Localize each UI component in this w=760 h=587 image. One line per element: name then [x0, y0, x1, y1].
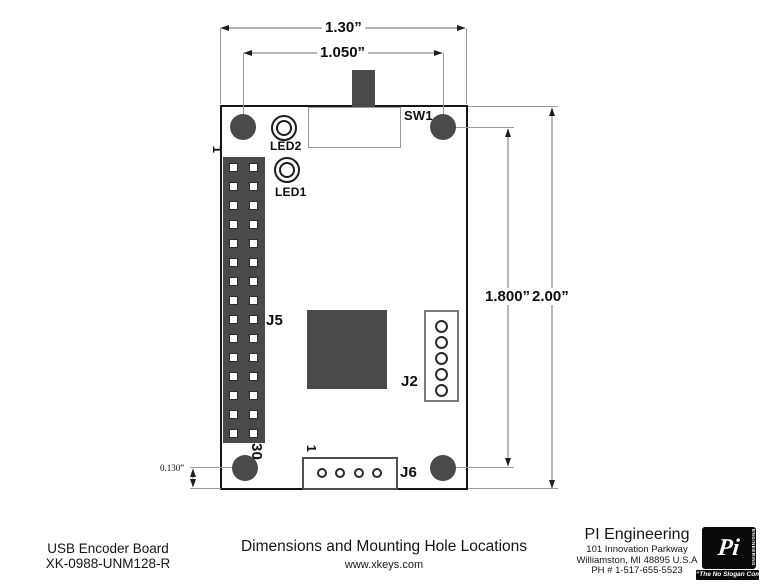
- j5-pin-pad: [249, 315, 258, 325]
- label-led1: LED1: [275, 185, 307, 199]
- j5-pin-pad: [249, 162, 258, 172]
- j2-pin-pad: [435, 351, 448, 365]
- j5-pin-pad: [229, 391, 238, 401]
- j5-pin-pad: [249, 200, 258, 210]
- j5-pin-pad: [249, 429, 258, 439]
- j5-pin-pad: [229, 162, 238, 172]
- j2-pin-pad: [435, 384, 448, 398]
- label-j5: J5: [266, 312, 284, 329]
- switch-body-outline: [308, 107, 401, 148]
- j5-pin-pad: [249, 295, 258, 305]
- j5-pin-pad: [249, 391, 258, 401]
- j5-pin-pad: [229, 315, 238, 325]
- label-j5-pin30: 30: [248, 442, 266, 461]
- dim-board-height: 2.00”: [529, 288, 572, 305]
- j6-pin-pad: [371, 468, 382, 478]
- j5-pin-pad: [229, 353, 238, 363]
- website-url: www.xkeys.com: [344, 559, 424, 571]
- j5-pin-pad: [249, 353, 258, 363]
- j5-pin-pad: [249, 257, 258, 267]
- title-block-sheet: Dimensions and Mounting Hole Locations w…: [228, 538, 540, 571]
- logo-tagline: “The No Slogan Company”: [696, 570, 760, 580]
- mounting-hole-bottom-left: [232, 455, 258, 481]
- logo-vertical-text: ENGINEERING: [751, 529, 756, 567]
- label-j2: J2: [401, 373, 419, 390]
- j5-pin-pad: [249, 219, 258, 229]
- j6-pin-pad: [335, 468, 346, 478]
- dim-hole-spacing-x: 1.050”: [317, 44, 369, 61]
- product-model: XK-0988-UNM128-R: [45, 556, 171, 571]
- j5-pin-pad: [229, 181, 238, 191]
- j2-pin-pad: [435, 319, 448, 333]
- j6-connector: [302, 457, 398, 490]
- switch-actuator: [352, 70, 375, 107]
- label-j6: J6: [400, 464, 418, 481]
- j5-pin-pad: [249, 276, 258, 286]
- company-address-line2: Williamston, MI 48895 U.S.A: [576, 554, 698, 566]
- dim-board-width: 1.30”: [322, 19, 365, 36]
- j5-pin-pad: [229, 429, 238, 439]
- j5-pin-pad: [229, 295, 238, 305]
- label-led2: LED2: [270, 139, 302, 153]
- j5-pin-pad: [249, 334, 258, 344]
- j2-connector: [424, 310, 459, 402]
- company-address-line1: 101 Innovation Parkway: [586, 544, 688, 555]
- product-name: USB Encoder Board: [47, 541, 169, 556]
- label-sw1: SW1: [404, 108, 433, 123]
- j5-header: [223, 157, 265, 443]
- led1-inner-ring: [279, 162, 295, 178]
- j5-pin-pad: [229, 372, 238, 382]
- company-phone: PH # 1-517-655-5523: [591, 565, 683, 576]
- dim-hole-edge-offset: 0.130”: [159, 463, 186, 473]
- dim-hole-spacing-y: 1.800”: [482, 288, 534, 305]
- j5-pin-pad: [249, 410, 258, 420]
- j5-pin-pad: [229, 257, 238, 267]
- j5-pin-pad: [229, 410, 238, 420]
- j5-pin-pad: [249, 181, 258, 191]
- logo-monogram: Pi: [716, 535, 742, 561]
- j5-pin-pad: [229, 334, 238, 344]
- label-j5-pin1: 1: [210, 145, 226, 154]
- sheet-title: Dimensions and Mounting Hole Locations: [240, 538, 528, 555]
- j5-pin-pad: [249, 238, 258, 248]
- j5-pin-pad: [229, 200, 238, 210]
- title-block-product: USB Encoder Board XK-0988-UNM128-R: [27, 541, 189, 571]
- company-logo: Pi ENGINEERING: [702, 527, 756, 569]
- company-name: PI Engineering: [584, 526, 690, 543]
- led2-outer-ring: [271, 115, 297, 141]
- mounting-hole-top-right: [430, 114, 456, 140]
- j6-pin-pad: [317, 468, 327, 478]
- mounting-hole-top-left: [230, 114, 256, 140]
- j5-pin-pad: [229, 276, 238, 286]
- j2-pin-pad: [435, 335, 448, 349]
- ic-chip: [307, 310, 387, 389]
- mounting-hole-bottom-right: [430, 455, 456, 481]
- j6-pin-pad: [353, 468, 364, 478]
- j5-pin-pad: [249, 372, 258, 382]
- led2-inner-ring: [276, 120, 292, 136]
- j5-pin-pad: [229, 219, 238, 229]
- j5-pin-pad: [229, 238, 238, 248]
- title-block-company: PI Engineering 101 Innovation Parkway Wi…: [558, 526, 716, 576]
- j2-pin-pad: [435, 368, 448, 382]
- label-j6-pin1: 1: [304, 444, 320, 453]
